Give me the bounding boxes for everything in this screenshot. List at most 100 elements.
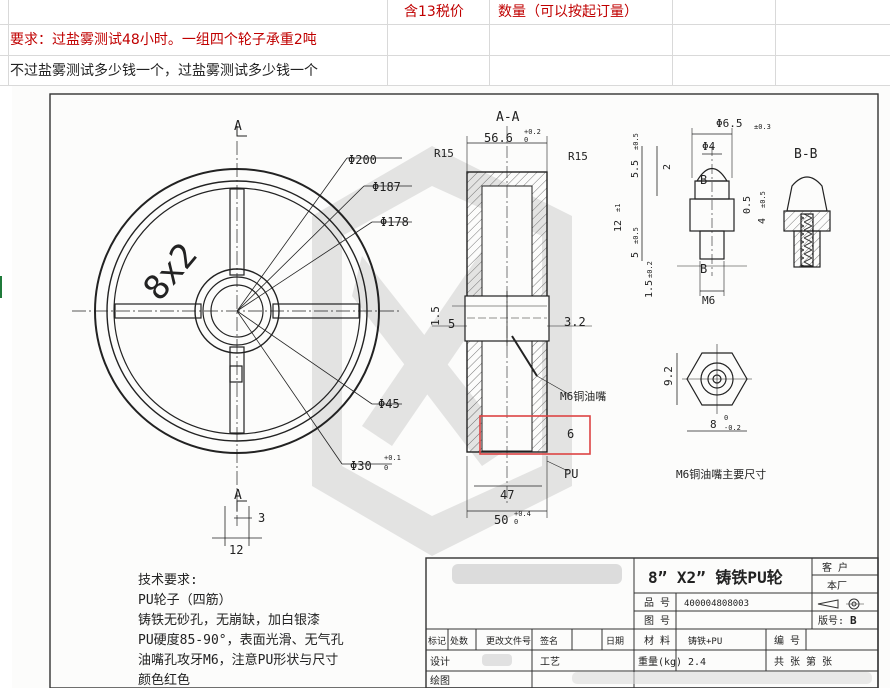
- part-no-value: 400004808003: [684, 599, 749, 609]
- dim-6-5: Φ6.5: [716, 117, 743, 130]
- row-count: 处数: [450, 635, 468, 647]
- section-bb-label: B-B: [794, 147, 818, 162]
- header-qty-cell[interactable]: 数量（可以按起订量）: [498, 4, 638, 20]
- grid-row-line: [0, 85, 890, 86]
- dim-12: 12: [229, 543, 243, 557]
- blurred-logo-area: [452, 564, 622, 584]
- dim-8-tol-top: 0: [724, 414, 728, 422]
- dim-4-vertical-tol: ±0.5: [759, 191, 767, 208]
- sheets-label: 共 张 第 张: [774, 655, 832, 668]
- row-file: 更改文件号: [486, 635, 531, 647]
- dim-0-5: 0.5: [742, 196, 753, 214]
- dim-30-tol-top: +0.1: [384, 454, 401, 462]
- tech-line: PU硬度85-90°，表面光滑、无气孔: [138, 632, 344, 648]
- part-no-label: 品 号: [644, 597, 670, 609]
- blurred-signature: [482, 654, 512, 666]
- nipple-caption: M6铜油嘴主要尺寸: [676, 467, 766, 481]
- tech-line: PU轮子（四筋）: [138, 592, 232, 608]
- dim-56-6-tol-top: +0.2: [524, 128, 541, 136]
- material-label: 材 料: [644, 634, 670, 647]
- dim-187: Φ187: [372, 180, 401, 194]
- material-value: 铸铁+PU: [688, 635, 722, 647]
- section-aa-label: A-A: [496, 110, 520, 125]
- r15-right: R15: [568, 150, 588, 163]
- dim-5-vertical: 5: [630, 252, 641, 258]
- grid-col-line: [672, 0, 673, 86]
- grid-row-line: [0, 55, 890, 56]
- grid-col-line: [775, 0, 776, 86]
- section-a-bottom-label: A: [234, 488, 242, 503]
- tech-line: 铸铁无砂孔，无崩缺，加白银漆: [138, 612, 320, 628]
- oil-nipple-label: M6铜油嘴: [560, 389, 606, 403]
- number-label: 编 号: [774, 634, 800, 647]
- dim-50-tol-top: +0.4: [514, 510, 531, 518]
- factory-label: 本厂: [827, 579, 847, 592]
- dim-50: 50: [494, 513, 508, 527]
- dim-56-6-tol-bottom: 0: [524, 136, 528, 144]
- wheel-front-view: [72, 126, 412, 546]
- dim-4-vertical: 4: [757, 218, 768, 224]
- grid-col-line: [489, 0, 490, 86]
- row-sign: 签名: [540, 635, 558, 647]
- drawing-no-label: 图 号: [644, 615, 670, 627]
- version-label: 版号:: [818, 614, 844, 627]
- row-date: 日期: [606, 636, 624, 647]
- header-tax-cell[interactable]: 含13税价: [404, 4, 464, 20]
- dim-6-5-tol: ±0.3: [754, 123, 771, 131]
- row-selection-marker: [0, 276, 2, 298]
- oil-nipple-hex-view: [676, 344, 752, 432]
- row-mark: 标记: [428, 635, 446, 647]
- weight-label: 重量(kg): [638, 655, 682, 668]
- dim-50-tol-bottom: 0: [514, 518, 518, 526]
- section-a-top-label: A: [234, 119, 242, 134]
- dim-200: Φ200: [348, 153, 377, 167]
- dim-9-2: 9.2: [662, 366, 675, 386]
- tech-line: 油嘴孔攻牙M6，注意PU形状与尺寸: [138, 652, 338, 668]
- customer-label: 客 户: [822, 561, 848, 574]
- dim-8: 8: [710, 418, 717, 431]
- dim-2: 2: [662, 164, 673, 170]
- tech-line: 颜色红色: [138, 672, 190, 688]
- engineering-drawing-image[interactable]: 8x2 A A Φ200 Φ187 Φ178 Φ45 Φ30 +0.1 0 3 …: [12, 86, 890, 689]
- oil-nipple-section-bb: [783, 176, 831, 268]
- pu-label: PU: [564, 467, 578, 481]
- grid-row-line: [0, 24, 890, 25]
- section-b-bottom-label: B: [700, 262, 707, 276]
- dim-3-2: 3.2: [564, 315, 586, 329]
- dim-12-vertical: 12: [613, 220, 624, 232]
- dim-3: 3: [258, 511, 265, 525]
- craft-label: 工艺: [540, 656, 560, 668]
- dim-47: 47: [500, 488, 514, 502]
- dim-5: 5: [448, 317, 455, 331]
- dim-4: Φ4: [702, 140, 716, 153]
- weight-value: 2.4: [688, 657, 706, 668]
- blurred-footer: [572, 672, 872, 684]
- grid-col-line: [8, 0, 9, 86]
- dim-5-vertical-tol: ±0.5: [632, 227, 640, 244]
- dim-6: 6: [567, 427, 574, 441]
- tech-title: 技术要求:: [138, 573, 198, 588]
- version-value: B: [850, 614, 857, 627]
- projection-symbol-icon: [817, 598, 864, 610]
- dim-56-6: 56.6: [484, 131, 513, 145]
- dim-45: Φ45: [378, 397, 400, 411]
- dim-8-tol-bottom: -0.2: [724, 424, 741, 432]
- dim-12-vertical-tol: ±1: [614, 204, 622, 212]
- design-label: 设计: [430, 655, 450, 668]
- dim-1-5-vertical-tol: ±0.2: [646, 261, 654, 278]
- highlight-box: [479, 415, 591, 455]
- dim-178: Φ178: [380, 215, 409, 229]
- dim-30-tol-bottom: 0: [384, 464, 388, 472]
- wheel-mark: 8x2: [136, 236, 206, 309]
- requirement-cell[interactable]: 要求：过盐雾测试48小时。一组四个轮子承重2吨: [10, 32, 317, 48]
- question-cell[interactable]: 不过盐雾测试多少钱一个，过盐雾测试多少钱一个: [10, 63, 318, 79]
- title-block: [425, 557, 879, 689]
- dim-5-5: 5.5: [630, 160, 641, 178]
- drawing-title: 8” X2” 铸铁PU轮: [648, 568, 783, 587]
- dim-1-5-vertical: 1.5: [644, 280, 655, 298]
- dim-1-5: 1.5: [429, 306, 442, 326]
- grid-col-line: [387, 0, 388, 86]
- section-b-top-label: B: [700, 173, 707, 187]
- dim-5-5-tol: ±0.5: [632, 133, 640, 150]
- oil-nipple-side-view: [641, 128, 747, 296]
